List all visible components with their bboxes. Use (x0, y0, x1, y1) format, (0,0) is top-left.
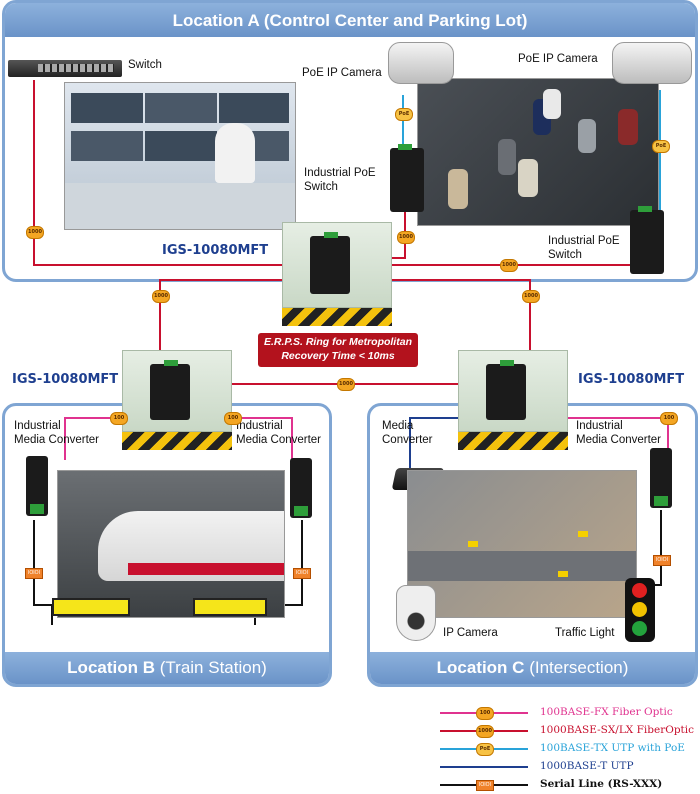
control-room-photo (64, 82, 296, 230)
utp-line-switch-igs-a (33, 80, 300, 266)
badge-poe-cam1: PoE (395, 108, 413, 121)
legend-badge-poe: PoE (476, 743, 494, 756)
badge-1000-ring-bottom: 1000 (337, 378, 355, 391)
utp-line-c-media (409, 417, 462, 468)
ring-line-a-b (159, 279, 300, 350)
train-station-photo (57, 470, 285, 618)
industrial-poe-switch-2 (630, 206, 664, 274)
legend-label-serial: Serial Line (RS-XXX) (540, 778, 663, 790)
badge-100-c-right: 100 (660, 412, 678, 425)
media-converter-c-label: Media Converter (382, 419, 433, 447)
legend-label-utp: 1000BASE-T UTP (540, 760, 634, 772)
industrial-poe-switch-2-label: Industrial PoE Switch (548, 234, 620, 262)
imc-b2-line2: Media Converter (236, 434, 322, 446)
industrial-poe-switch-2-label-line2: Switch (548, 249, 582, 261)
location-b-title: Location B (Train Station) (5, 652, 329, 684)
igs-c-device (486, 360, 526, 420)
legend-row-serial: IOIOI Serial Line (RS-XXX) (440, 776, 700, 794)
imc-b2-line1: Industrial (236, 420, 283, 432)
igs-a-device (310, 232, 350, 294)
parking-lot-photo (417, 78, 659, 226)
igs-c-pedestal (458, 350, 568, 450)
igs-b-pedestal (122, 350, 232, 450)
industrial-media-converter-c-label: Industrial Media Converter (576, 419, 661, 447)
imc-b1-line1: Industrial (14, 420, 61, 432)
location-b-title-sub: (Train Station) (159, 658, 267, 677)
location-c-title: Location C (Intersection) (370, 652, 695, 684)
poe-camera-1-label: PoE IP Camera (302, 67, 382, 79)
poe-camera-2 (612, 42, 692, 84)
location-c-title-sub: (Intersection) (529, 658, 629, 677)
erps-ring-box: E.R.P.S. Ring for Metropolitan Recovery … (258, 333, 418, 367)
badge-1000-a-poe2: 1000 (500, 259, 518, 272)
legend-badge-serial: IOIOI (476, 780, 494, 791)
industrial-media-converter-b1 (26, 456, 48, 516)
legend-label-poe: 100BASE-TX UTP with PoE (540, 742, 685, 754)
ip-camera-label: IP Camera (443, 627, 498, 639)
badge-1000-a-poe1: 1000 (397, 231, 415, 244)
location-a-title: Location A (Control Center and Parking L… (5, 3, 695, 37)
industrial-media-converter-b2 (290, 458, 312, 518)
igs-b-device (150, 360, 190, 420)
industrial-media-converter-b1-label: Industrial Media Converter (14, 419, 99, 447)
industrial-poe-switch-2-label-line1: Industrial PoE (548, 235, 620, 247)
serial-line-c-traffic (652, 510, 662, 586)
badge-1000-ring-left: 1000 (152, 290, 170, 303)
fiber-line-b-left (64, 417, 125, 460)
badge-1000-a-left: 1000 (26, 226, 44, 239)
erps-ring-line1: E.R.P.S. Ring for Metropolitan (264, 336, 412, 348)
legend-row-poe: PoE 100BASE-TX UTP with PoE (440, 740, 700, 758)
badge-1000-ring-right: 1000 (522, 290, 540, 303)
mc-c-line2: Converter (382, 434, 433, 446)
igs-c-label: IGS-10080MFT (578, 372, 685, 387)
poe-camera-2-label: PoE IP Camera (518, 53, 598, 65)
igs-a-label: IGS-10080MFT (162, 243, 269, 258)
industrial-media-converter-c (650, 448, 672, 508)
industrial-media-converter-b2-label: Industrial Media Converter (236, 419, 321, 447)
serial-badge-c: IOIOI (653, 555, 671, 566)
badge-100-b-right: 100 (224, 412, 242, 425)
ring-line-a-c (360, 279, 531, 350)
serial-badge-b-right: IOIOI (293, 568, 311, 579)
industrial-poe-switch-1-label-line1: Industrial PoE (304, 167, 376, 179)
legend-row-sxlx: 1000 1000BASE-SX/LX FiberOptic (440, 722, 700, 740)
ip-camera-dome (396, 585, 436, 641)
imc-c-line2: Media Converter (576, 434, 662, 446)
legend-badge-sxlx: 1000 (476, 725, 494, 738)
traffic-light (625, 578, 655, 642)
legend-label-sxlx: 1000BASE-SX/LX FiberOptic (540, 724, 694, 736)
location-b-title-main: Location B (67, 658, 156, 677)
gate-barrier-b2 (193, 598, 267, 616)
poe-camera-1 (388, 42, 454, 84)
industrial-poe-switch-1-label-line2: Switch (304, 181, 338, 193)
badge-poe-cam2: PoE (652, 140, 670, 153)
imc-b1-line2: Media Converter (14, 434, 100, 446)
traffic-light-green (632, 621, 647, 636)
legend-label-fx: 100BASE-FX Fiber Optic (540, 706, 673, 718)
industrial-poe-switch-1-label: Industrial PoE Switch (304, 166, 376, 194)
traffic-light-red (632, 583, 647, 598)
badge-100-b-left: 100 (110, 412, 128, 425)
legend-row-fx: 100 100BASE-FX Fiber Optic (440, 704, 700, 722)
serial-badge-b-left: IOIOI (25, 568, 43, 579)
industrial-poe-switch-1 (390, 144, 424, 212)
legend-badge-fx: 100 (476, 707, 494, 720)
mc-c-line1: Media (382, 420, 414, 432)
imc-c-line1: Industrial (576, 420, 623, 432)
igs-b-label: IGS-10080MFT (12, 372, 119, 387)
erps-ring-line2: Recovery Time < 10ms (281, 350, 395, 362)
fiber-line-b-right (230, 417, 293, 462)
legend-row-utp: 1000BASE-T UTP (440, 758, 700, 776)
traffic-light-label: Traffic Light (555, 627, 615, 639)
igs-a-pedestal (282, 222, 392, 326)
switch-label: Switch (128, 59, 162, 71)
rack-switch (8, 60, 122, 77)
location-c-title-main: Location C (436, 658, 525, 677)
gate-barrier-b1 (52, 598, 130, 616)
traffic-light-yellow (632, 602, 647, 617)
intersection-photo (407, 470, 637, 618)
